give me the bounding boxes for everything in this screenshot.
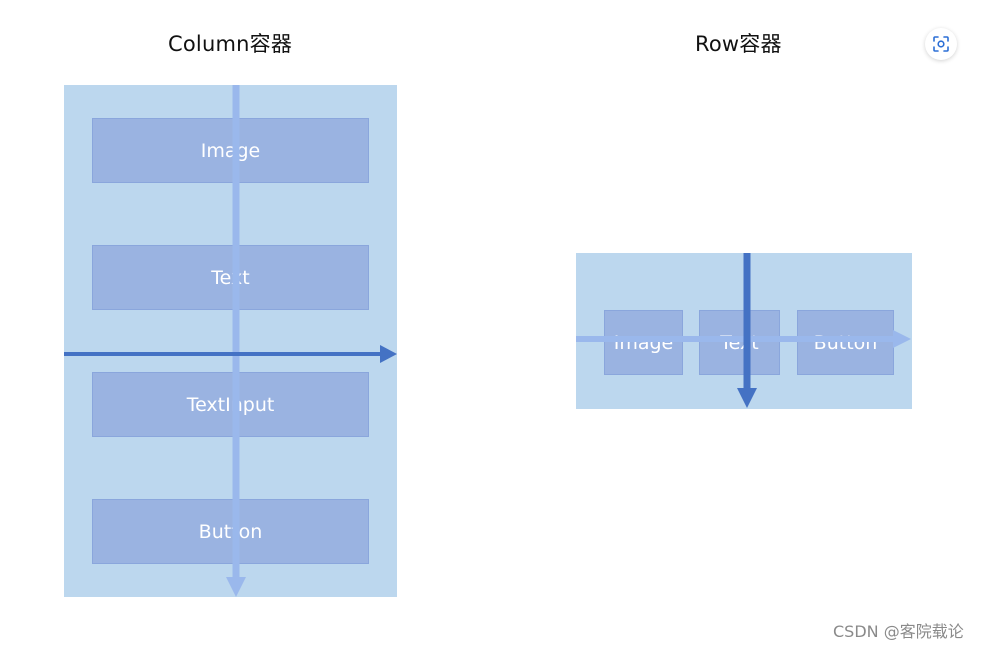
row-item-image: Image [604,310,683,375]
column-item-image: Image [92,118,369,183]
watermark: CSDN @客院载论 [833,622,964,641]
row-item-text: Text [699,310,780,375]
column-item-textinput: TextInput [92,372,369,437]
column-item-text: Text [92,245,369,310]
row-item-button: Button [797,310,894,375]
column-item-button: Button [92,499,369,564]
row-title: Row容器 [695,32,782,56]
scan-icon [933,36,949,52]
scan-button[interactable] [925,28,957,60]
column-title: Column容器 [168,32,293,56]
